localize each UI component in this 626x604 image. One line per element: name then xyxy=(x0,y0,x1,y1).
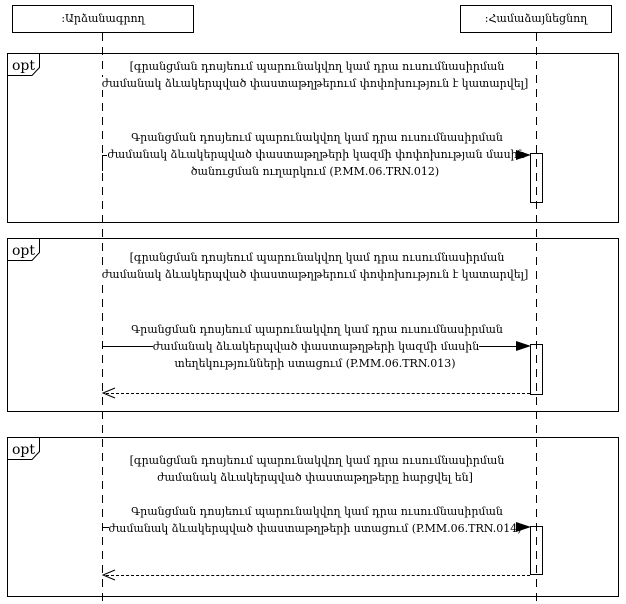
message-arrowhead-2 xyxy=(516,341,531,351)
activation-bar-1 xyxy=(530,153,543,203)
return-line-3 xyxy=(106,575,530,576)
activation-bar-2 xyxy=(530,344,543,395)
opt-fragment-2-label-tab: opt xyxy=(7,238,40,261)
return-arrowhead-3 xyxy=(102,569,116,581)
return-arrowhead-2 xyxy=(102,387,116,399)
guard-condition-2: [գրանցման դոսյեում պարունակվող կամ դրա ո… xyxy=(101,251,531,281)
opt-operator-label: opt xyxy=(12,243,35,259)
message-text-2: Գրանցման դոսյեում պարունակվող կամ դրա ու… xyxy=(129,323,503,370)
opt-fragment-3-label-tab: opt xyxy=(7,437,40,460)
message-text-1: Գրանցման դոսյեում պարունակվող կամ դրա ու… xyxy=(107,131,525,178)
guard-condition-3: [գրանցման դոսյեում պարունակվող կամ դրա ո… xyxy=(127,454,505,484)
opt-fragment-1 xyxy=(7,53,619,223)
opt-fragment-2 xyxy=(7,238,619,412)
participant-coordinator: :Համաձայնեցնող xyxy=(460,5,612,33)
participant-recorder: :Արձանագրող xyxy=(12,5,194,33)
lifeline-recorder xyxy=(102,33,103,604)
opt-operator-label: opt xyxy=(12,58,35,74)
message-text-3: Գրանցման դոսյեում պարունակվող կամ դրա ու… xyxy=(108,505,524,535)
lifeline-coordinator xyxy=(536,33,537,604)
opt-fragment-1-label-tab: opt xyxy=(7,53,40,76)
opt-fragment-3 xyxy=(7,437,619,597)
return-line-2 xyxy=(106,393,530,394)
message-source-stub-1 xyxy=(102,155,103,171)
activation-bar-3 xyxy=(530,526,543,575)
guard-condition-1: [գրանցման դոսյեում պարունակվող կամ դրա ո… xyxy=(101,60,531,90)
opt-operator-label: opt xyxy=(12,442,35,458)
message-arrowhead-3 xyxy=(516,522,531,532)
message-arrowhead-1 xyxy=(516,150,531,160)
